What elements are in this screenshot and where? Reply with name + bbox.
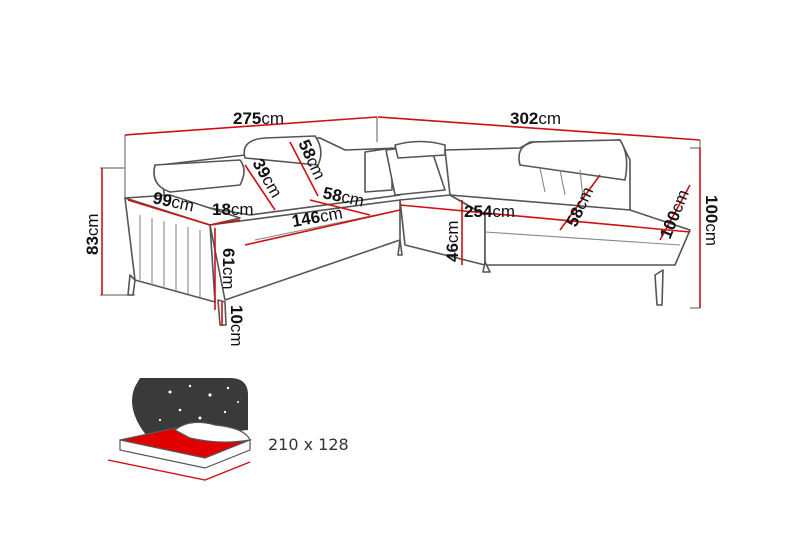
label-254: 254cm [464,202,515,221]
label-100-right: 100cm [702,195,721,246]
sleep-function-icon [107,378,253,481]
label-10: 10cm [227,305,246,347]
label-58-seat-left: 58cm [321,183,366,210]
dimension-labels: 275cm 302cm 83cm 100cm 99cm 18cm 39cm 58… [83,109,721,347]
bed-size-label: 210 x 128 [268,435,349,454]
sofa-drawing [124,135,691,326]
label-61: 61cm [219,248,238,290]
night-sky-icon [129,378,248,440]
headrest-right [518,139,628,181]
label-46: 46cm [443,220,462,262]
label-275: 275cm [233,109,284,128]
label-146: 146cm [290,203,344,231]
pillow-icon [173,421,251,443]
headrest-left [153,159,245,193]
cushion [364,147,393,193]
label-99: 99cm [151,188,196,215]
label-302: 302cm [510,109,561,128]
dimension-lines [101,116,701,326]
guide-lines [100,117,701,309]
label-83: 83cm [83,213,102,255]
label-18: 18cm [212,200,254,219]
headrest-middle [243,135,322,166]
